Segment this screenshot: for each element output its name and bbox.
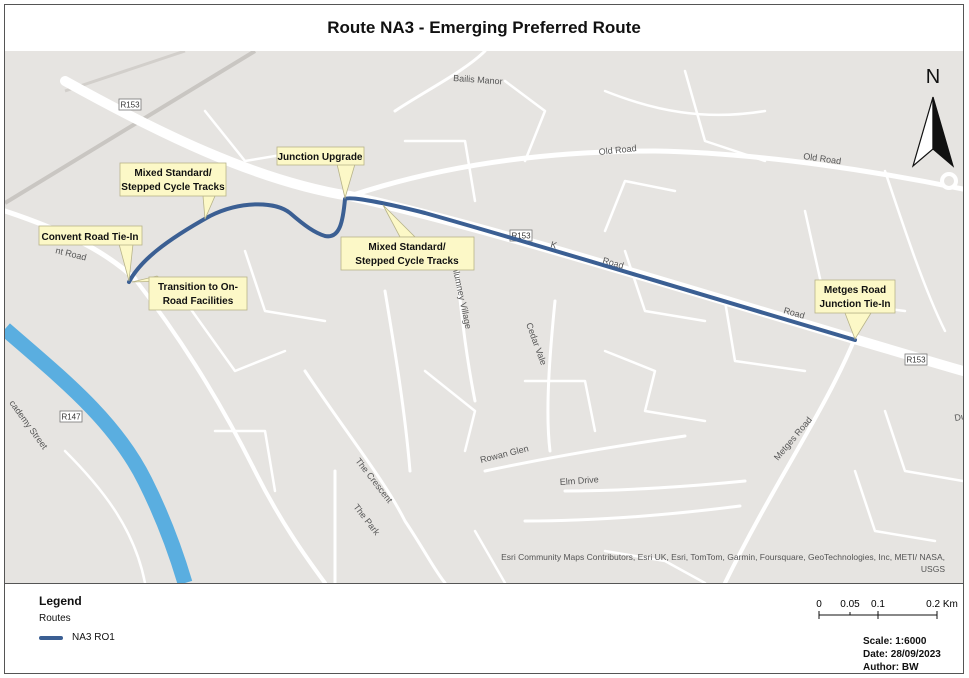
railway-line [5,51,257,205]
map-author: Author: BW [863,662,919,673]
scale-tick-2: 0.1 [871,599,885,610]
callout-convent-road-text: Convent Road Tie-In [41,232,138,243]
legend-item-label: NA3 RO1 [72,632,115,643]
callout-mixed-1-line1: Mixed Standard/ [134,168,211,179]
road-label-the-crescent: The Crescent [353,456,394,505]
road-label-academy-street: cademy Street [7,398,49,451]
callout-transition: Transition to On- Road Facilities [131,275,248,311]
scale-tick-3: 0.2 Km [926,599,958,610]
roundabout [940,172,958,190]
callout-metges-line2: Junction Tie-In [820,299,891,310]
legend-title: Legend [39,594,82,608]
scale-tick-1: 0.05 [840,599,860,610]
callout-mixed-1-line2: Stepped Cycle Tracks [121,182,225,193]
road-label-du: Du [954,411,963,423]
north-label: N [926,66,940,88]
shield-r153-1: R153 [120,101,140,110]
scale-bar: 0 0.05 0.1 0.2 Km [816,599,958,619]
legend-panel: Legend Routes NA3 RO1 0 0.05 0.1 0.2 Km … [5,584,963,674]
map-scale: Scale: 1:6000 [863,636,927,647]
road-label-kennedy-road-1: K [549,239,558,250]
callout-metges-line1: Metges Road [824,285,886,296]
map-attribution: Esri Community Maps Contributors, Esri U… [501,552,945,574]
legend-swatch [39,635,63,640]
callout-mixed-2-line1: Mixed Standard/ [368,242,445,253]
railway-line-2 [64,51,186,93]
road-label-elm-drive: Elm Drive [559,474,599,487]
scale-tick-0: 0 [816,599,822,610]
road-label-the-park: The Park [351,502,382,537]
road-label-cedar-vale: Cedar Vale [524,321,549,366]
callout-mixed-standard-2: Mixed Standard/ Stepped Cycle Tracks [340,204,475,271]
road-label-rowan-glen: Rowan Glen [479,443,529,465]
map-canvas[interactable]: Bailis Manor Old Road Old Road nt Road K… [5,51,963,584]
map-date: Date: 28/09/2023 [863,649,941,660]
callout-transition-line1: Transition to On- [158,282,238,293]
callout-junction-upgrade-text: Junction Upgrade [277,152,362,163]
shield-r153-3: R153 [906,356,926,365]
callout-mixed-standard-1: Mixed Standard/ Stepped Cycle Tracks [119,162,227,220]
legend-subtitle: Routes [39,613,71,624]
map-info: Scale: 1:6000 Date: 28/09/2023 Author: B… [863,635,941,674]
map-title: Route NA3 - Emerging Preferred Route [5,5,963,52]
callout-junction-upgrade: Junction Upgrade [276,146,365,200]
map-frame: Route NA3 - Emerging Preferred Route [4,4,964,674]
callout-metges-road: Metges Road Junction Tie-In [814,279,896,340]
road-label-athlumney-village: thlumney Village [450,263,473,330]
road-label-convent-road: nt Road [55,245,88,262]
north-arrow-icon: N [911,66,955,168]
callout-convent-road: Convent Road Tie-In [38,225,143,282]
road-label-old-road-1: Old Road [598,143,637,157]
route-na3-ro1[interactable] [127,196,857,342]
river [5,323,193,583]
map-svg: Bailis Manor Old Road Old Road nt Road K… [5,51,963,583]
callout-transition-line2: Road Facilities [163,296,234,307]
legend-item-na3-ro1: NA3 RO1 [39,632,115,643]
road-label-bailis-manor: Bailis Manor [453,73,503,86]
shield-r153-2: R153 [511,232,531,241]
callout-mixed-2-line2: Stepped Cycle Tracks [355,256,459,267]
shield-r147: R147 [61,413,81,422]
